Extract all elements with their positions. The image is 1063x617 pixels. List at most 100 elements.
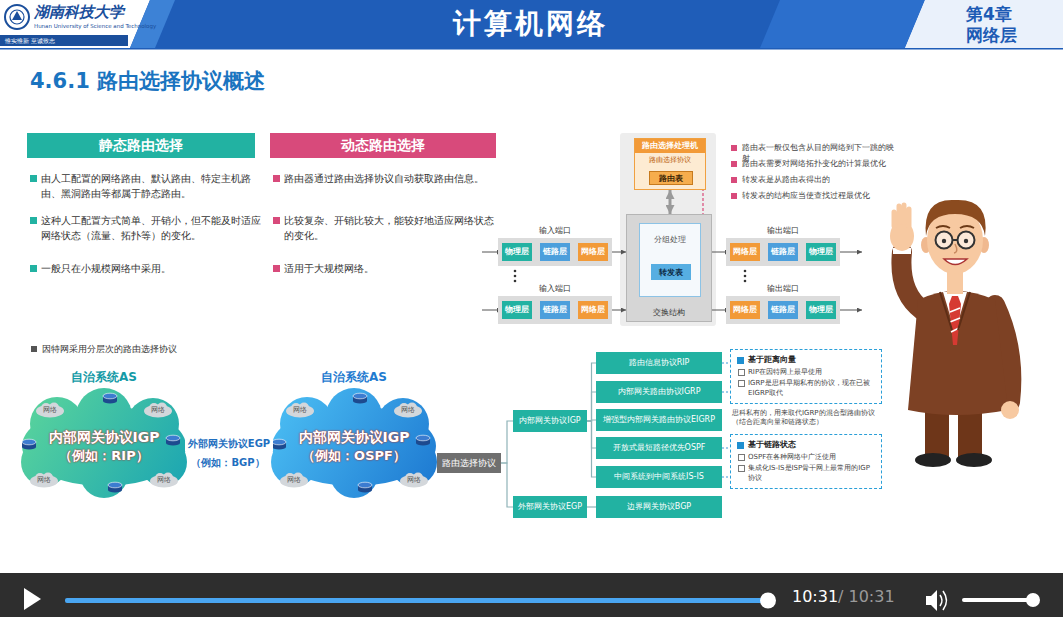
note-item: RIP在因特网上最早使用 <box>737 367 875 377</box>
note-text: 因特网采用分层次的路由选择协议 <box>42 343 177 356</box>
processing-label: 分组处理 <box>640 234 700 245</box>
network-label: 网络 <box>407 476 421 485</box>
layer-box: 物理层 <box>806 301 836 319</box>
network-cloud-body <box>30 475 58 488</box>
router-icon <box>353 393 367 399</box>
connector <box>722 477 730 478</box>
chapter-name: 网络层 <box>966 25 1017 46</box>
ellipsis-dots <box>514 275 517 278</box>
presenter-cartoon <box>915 453 951 467</box>
time-current: 10:31 <box>792 587 838 607</box>
router-icon <box>108 482 122 488</box>
box-label: 物理层 <box>809 305 833 315</box>
note-heading: 基于链路状态 <box>737 439 875 451</box>
logo-emblem <box>12 11 22 20</box>
time-total: / 10:31 <box>838 587 895 607</box>
network-cloud-body <box>144 405 172 418</box>
router-icon <box>108 488 122 493</box>
presenter-cartoon <box>953 239 958 241</box>
network-label: 网络 <box>401 406 415 415</box>
cloud-example: （例如：OSPF） <box>265 448 443 464</box>
processor-box: 路由选择处理机路由选择协议路由表 <box>634 138 706 190</box>
header-bar <box>0 35 128 46</box>
presenter-cartoon <box>958 232 975 249</box>
box-label: 动态路由选择 <box>341 137 425 154</box>
router-icon <box>103 393 117 399</box>
edge-label: 外部网关协议EGP <box>185 437 273 451</box>
router-icon <box>272 445 286 450</box>
layer-box: 链路层 <box>540 301 570 319</box>
box-label: 链路层 <box>543 305 567 315</box>
cloud-heading: 自治系统AS <box>265 369 443 385</box>
layer-box: 链路层 <box>540 243 570 261</box>
cloud-title: 内部网关协议IGP <box>15 428 193 446</box>
section-title: 4.6.1 路由选择协议概述 <box>30 68 265 94</box>
logo-emblem <box>10 10 24 24</box>
router-icon <box>22 439 36 445</box>
video-controls <box>0 573 1063 617</box>
connector <box>722 448 730 449</box>
network-cloud: 网络 <box>29 472 59 488</box>
port-band: 输出端口网络层链路层物理层 <box>726 238 840 266</box>
note-item: OSPF在各种网络中广泛使用 <box>737 452 875 462</box>
router-panel <box>620 133 716 326</box>
presenter-cartoon <box>954 244 957 253</box>
network-label: 网络 <box>287 476 301 485</box>
protocol-box: 路由信息协议RIP <box>596 352 722 374</box>
layer-box: 物理层 <box>502 243 532 261</box>
switch-fabric: 交换结构分组处理转发表 <box>626 214 712 322</box>
section-header: 动态路由选择 <box>270 133 496 158</box>
note-text: 转发表的结构应当使查找过程最优化 <box>742 191 898 202</box>
header-bar <box>0 0 1063 48</box>
note-text: 转发表是从路由表得出的 <box>742 175 898 186</box>
logo-emblem <box>5 5 29 29</box>
box-label: 边界网关协议BGP <box>627 502 691 512</box>
header-bar <box>0 48 1063 50</box>
processor-title: 路由选择处理机 <box>635 139 705 153</box>
bullet-text: 适用于大规模网络。 <box>284 261 496 276</box>
bullet-text: 由人工配置的网络路由、默认路由、特定主机路由、黑洞路由等都属于静态路由。 <box>41 171 263 201</box>
connector <box>722 392 730 393</box>
bullet-text: 一般只在小规模网络中采用。 <box>41 261 263 276</box>
category-box: 外部网关协议EGP <box>513 496 587 518</box>
video-controls <box>24 588 41 610</box>
cloud-title: 内部网关协议IGP <box>265 428 443 446</box>
video-controls <box>760 593 776 609</box>
note-box: 基于距离向量RIP在因特网上最早使用IGRP是思科早期私有的协议，现在已被EIG… <box>730 349 882 404</box>
box-label: 路由信息协议RIP <box>629 358 690 368</box>
connector <box>501 421 513 463</box>
network-cloud: 网络 <box>143 402 173 418</box>
logo-emblem <box>5 5 29 29</box>
network-label: 网络 <box>37 476 51 485</box>
protocol-box: 内部网关路由协议IGRP <box>596 381 722 403</box>
router-icon <box>166 435 180 441</box>
connector <box>669 190 672 214</box>
port-band: 输入端口物理层链路层网络层 <box>498 296 612 324</box>
category-box: 内部网关协议IGP <box>513 410 587 432</box>
autonomous-system-cloud: 自治系统AS内部网关协议IGP（例如：OSPF）网络网络网络网络 <box>265 388 443 500</box>
layer-box: 物理层 <box>806 243 836 261</box>
chapter-number: 第4章 <box>966 4 1012 25</box>
network-cloud-body <box>36 405 64 418</box>
protocol-box: 增强型内部网关路由协议EIGRP <box>596 409 722 431</box>
presenter-cartoon <box>894 205 909 226</box>
logo-text: 湖南科技大学 <box>34 3 124 22</box>
network-cloud: 网络 <box>285 402 315 418</box>
router-icon <box>416 435 430 441</box>
layer-box: 链路层 <box>768 301 798 319</box>
video-controls <box>962 598 1034 602</box>
layer-box: 网络层 <box>578 243 608 261</box>
network-cloud-body <box>286 405 314 418</box>
network-cloud-body <box>150 475 178 488</box>
note-item: IGRP是思科早期私有的协议，现在已被EIGRP取代 <box>737 378 875 398</box>
network-cloud-body <box>400 475 428 488</box>
box-label: 路由选择协议 <box>442 458 496 468</box>
presenter-cartoon <box>964 239 968 243</box>
network-cloud-body <box>394 405 422 418</box>
box-label: 网络层 <box>733 305 757 315</box>
ellipsis-dots <box>744 275 747 278</box>
port-heading: 输出端口 <box>726 225 840 236</box>
network-label: 网络 <box>151 406 165 415</box>
layer-box: 网络层 <box>578 301 608 319</box>
video-controls <box>0 573 1063 617</box>
